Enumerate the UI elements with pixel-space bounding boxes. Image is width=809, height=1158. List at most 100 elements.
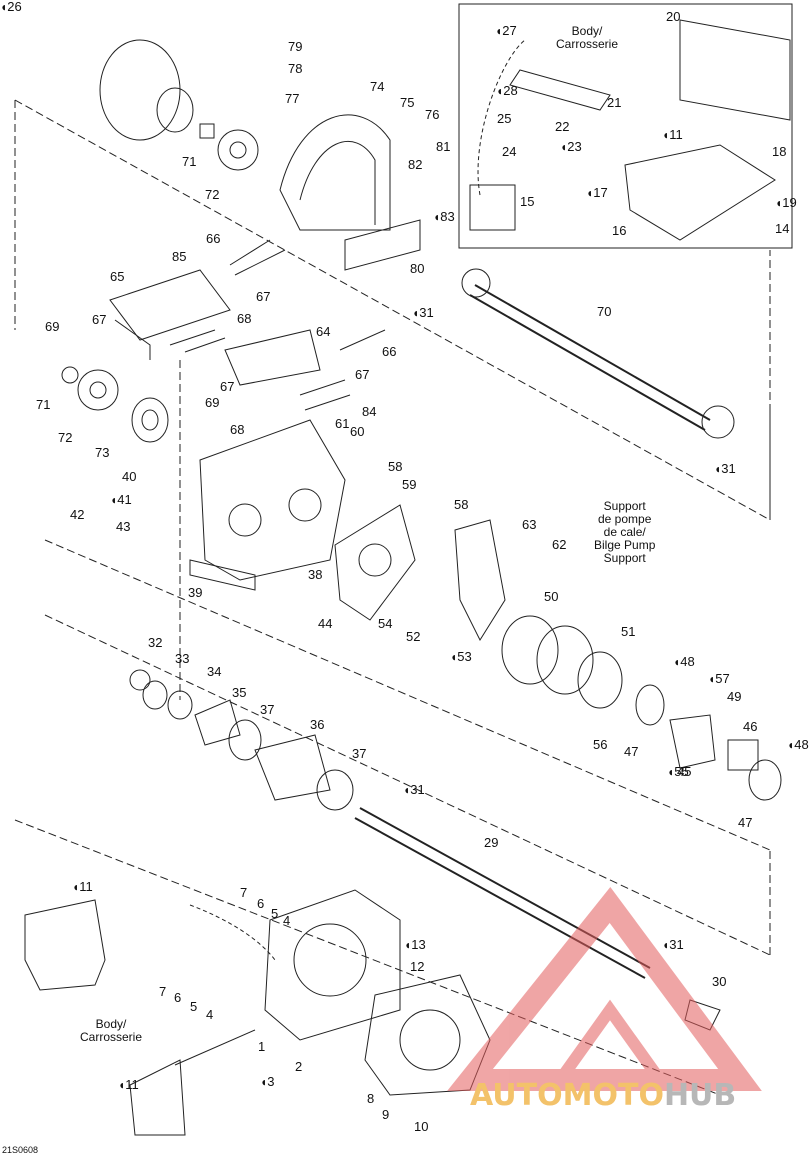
callout-number: 69 [205,395,220,410]
inset-panel-11 [679,19,791,121]
callout-number: 10 [414,1119,429,1134]
callout-22: 22 [555,120,569,134]
plate-44 [334,504,416,621]
lubricant-drop-icon: ◖ [560,140,568,154]
callout-number: 47 [738,815,753,830]
callout-number: 7 [159,984,167,999]
callout-number: 41 [117,492,132,507]
callout-81: 81 [436,140,450,154]
lubricant-drop-icon: ◖ [662,128,670,142]
lubricant-drop-icon: ◖ [403,783,411,797]
callout-26: ◖26 [0,0,22,14]
callout-number: 46 [743,719,758,734]
callout-24: 24 [502,145,516,159]
callout-25: 25 [497,112,511,126]
callout-number: 14 [775,221,790,236]
callout-number: 68 [230,422,245,437]
callout-number: 31 [721,461,736,476]
callout-13: ◖13 [404,938,426,953]
callout-74: 74 [370,80,384,94]
callout-7: 7 [240,886,247,900]
callout-number: 30 [712,974,727,989]
lubricant-drop-icon: ◖ [708,672,716,686]
callout-69: 69 [205,396,219,410]
callout-number: 68 [237,311,252,326]
figure-reference: 21S0608 [2,1145,39,1155]
bearing-50a [501,615,559,685]
callout-66: 66 [382,345,396,359]
callout-4: 4 [206,1008,213,1022]
callout-76: 76 [425,108,439,122]
lubricant-drop-icon: ◖ [72,880,80,894]
callout-61: 61 [335,417,349,431]
callout-number: 58 [454,497,469,512]
lubricant-drop-icon: ◖ [662,938,670,952]
callout-75: 75 [400,96,414,110]
callout-37: 37 [260,703,274,717]
callout-number: 8 [367,1091,375,1106]
callout-number: 7 [240,885,248,900]
dashed-axis-middle [44,539,771,851]
callout-number: 72 [205,187,220,202]
callout-number: 19 [782,195,797,210]
lubricant-drop-icon: ◖ [586,186,594,200]
callout-number: 57 [715,671,730,686]
callout-83: ◖83 [433,209,455,225]
callout-number: 28 [503,83,518,98]
callout-number: 47 [624,744,639,759]
callout-number: 67 [220,379,235,394]
callout-number: 4 [206,1007,214,1022]
lubricant-drop-icon: ◖ [404,938,412,952]
callout-number: 73 [95,445,110,460]
callout-number: 42 [70,507,85,522]
callout-number: 33 [175,651,190,666]
callout-67: 67 [92,313,106,327]
callout-number: 5 [271,906,279,921]
callout-number: 20 [666,9,681,24]
callout-27: ◖27 [495,24,517,39]
callout-number: 83 [440,209,455,224]
callout-number: 11 [125,1077,139,1092]
lubricant-drop-icon: ◖ [787,738,795,752]
callout-number: 16 [612,223,627,238]
callout-number: 40 [122,469,137,484]
callout-number: 51 [621,624,636,639]
callout-number: 61 [335,416,350,431]
callout-8: 8 [367,1092,374,1106]
callout-16: 16 [612,224,626,238]
shaft-29 [359,807,651,969]
watermark-logo [447,886,762,1091]
callout-19: ◖19 [775,195,797,211]
callout-number: 6 [174,990,182,1005]
callout-number: 38 [308,567,323,582]
callout-number: 43 [116,519,131,534]
callout-number: 69 [45,319,60,334]
callout-6: 6 [174,991,181,1005]
callout-number: 31 [669,937,684,952]
callout-number: 2 [295,1059,303,1074]
callout-20: 20 [666,10,680,24]
callout-number: 50 [544,589,559,604]
callout-number: 5 [190,999,198,1014]
callout-number: 11 [669,127,683,142]
housing-45 [669,714,716,769]
callout-number: 12 [410,959,425,974]
ring-32 [129,669,151,691]
inset-tray-14 [624,144,776,241]
callout-number: 1 [258,1039,266,1054]
callout-number: 15 [520,194,535,209]
flange-73 [131,397,169,443]
callout-65: 65 [110,270,124,284]
flywheel [99,39,181,141]
callout-number: 52 [406,629,421,644]
callout-number: 60 [350,424,365,439]
callout-35: 35 [232,686,246,700]
coupler-upper [217,129,259,171]
callout-number: 11 [79,879,93,894]
callout-number: 65 [110,269,125,284]
callout-number: 77 [285,91,300,106]
callout-55: ◖55 [667,765,689,780]
callout-number: 81 [436,139,451,154]
callout-37: 37 [352,747,366,761]
